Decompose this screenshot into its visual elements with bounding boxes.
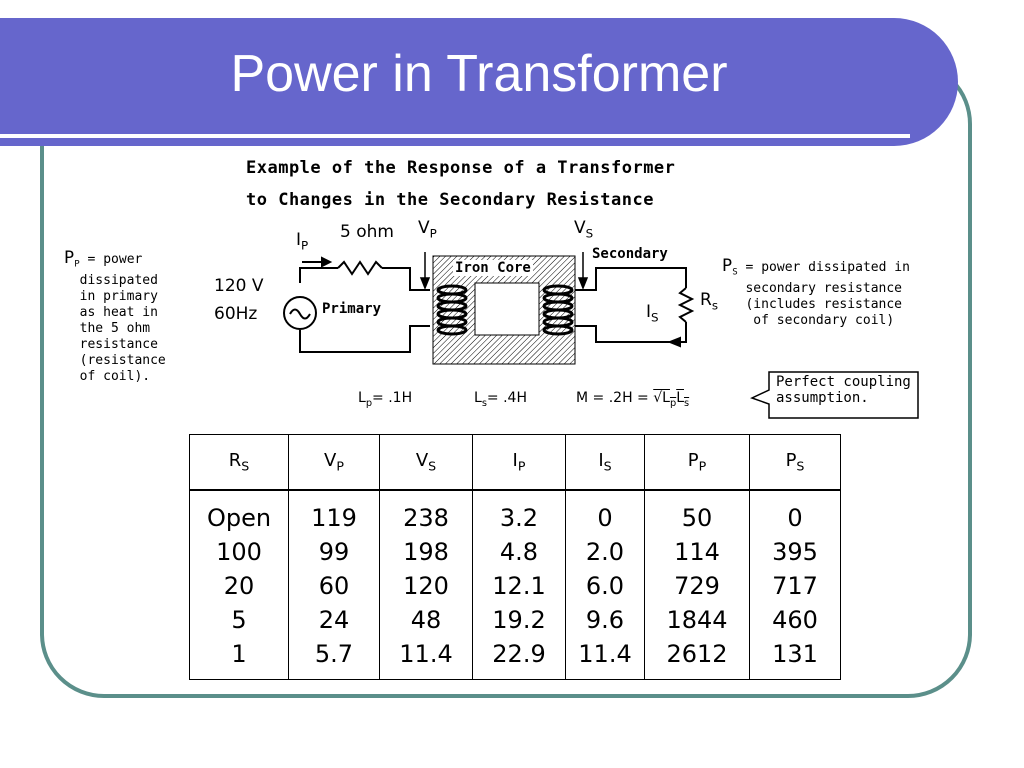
table-cell: 3.2 xyxy=(499,504,539,532)
inductance-primary: Lp= .1H xyxy=(358,390,413,409)
figure-title-line1: Example of the Response of a Transformer xyxy=(246,158,676,178)
table-cell: 60 xyxy=(318,572,350,600)
table-cell: 20 xyxy=(223,572,255,600)
iron-core-label: Iron Core xyxy=(453,260,533,276)
figure-title-line2: to Changes in the Secondary Resistance xyxy=(246,190,654,210)
title-bar xyxy=(0,18,958,146)
table-cell: 131 xyxy=(772,640,818,668)
ac-source-icon xyxy=(283,296,317,330)
table-cell: 24 xyxy=(318,606,350,634)
table-cell: 19.2 xyxy=(492,606,546,634)
table-cell: 2612 xyxy=(666,640,728,668)
column-vs: 238 198 120 48 11.4 xyxy=(379,490,473,680)
table-cell: 198 xyxy=(403,538,449,566)
source-voltage-label: 120 V xyxy=(214,276,264,296)
title-underline xyxy=(0,134,910,138)
column-rs: Open 100 20 5 1 xyxy=(189,490,289,680)
table-cell: 4.8 xyxy=(499,538,539,566)
table-cell: 119 xyxy=(311,504,357,532)
table-cell: 11.4 xyxy=(399,640,453,668)
source-frequency-label: 60Hz xyxy=(214,304,258,324)
table-cell: 9.6 xyxy=(585,606,625,634)
column-ip: 3.2 4.8 12.1 19.2 22.9 xyxy=(472,490,566,680)
current-secondary-label: IS xyxy=(646,302,659,325)
primary-label: Primary xyxy=(320,301,384,317)
coupling-callout-icon xyxy=(750,371,919,419)
table-cell: 48 xyxy=(410,606,442,634)
table-cell: 238 xyxy=(403,504,449,532)
column-vp: 119 99 60 24 5.7 xyxy=(288,490,380,680)
table-cell: 120 xyxy=(403,572,449,600)
table-cell: Open xyxy=(206,504,272,532)
secondary-circuit xyxy=(575,267,695,343)
header-is: IS xyxy=(565,434,645,491)
primary-power-note: PP = power dissipated in primary as heat… xyxy=(64,248,166,384)
table-cell: 395 xyxy=(772,538,818,566)
secondary-label: Secondary xyxy=(590,246,670,262)
slide-title: Power in Transformer xyxy=(230,45,728,103)
current-primary-label: IP xyxy=(296,230,309,253)
table-cell: 99 xyxy=(318,538,350,566)
table-cell: 50 xyxy=(681,504,713,532)
table-cell: 5 xyxy=(231,606,247,634)
coupling-note: Perfect coupling assumption. xyxy=(776,374,911,406)
header-rs: RS xyxy=(189,434,289,491)
table-cell: 729 xyxy=(674,572,720,600)
header-vp: VP xyxy=(288,434,380,491)
table-cell: 100 xyxy=(216,538,262,566)
inductance-secondary: Ls= .4H xyxy=(474,390,527,409)
voltage-secondary-label: VS xyxy=(574,218,594,241)
column-pp: 50 114 729 1844 2612 xyxy=(644,490,750,680)
table-cell: 22.9 xyxy=(492,640,546,668)
table-cell: 1844 xyxy=(666,606,728,634)
column-ps: 0 395 717 460 131 xyxy=(749,490,841,680)
load-resistor-label: Rs xyxy=(700,290,719,313)
results-table: RS VP VS IP IS PP PS Open 100 20 5 1 119… xyxy=(189,434,841,680)
table-cell: 2.0 xyxy=(585,538,625,566)
table-body-row: Open 100 20 5 1 119 99 60 24 5.7 238 198… xyxy=(189,490,841,680)
header-ip: IP xyxy=(472,434,566,491)
table-cell: 717 xyxy=(772,572,818,600)
header-pp: PP xyxy=(644,434,750,491)
mutual-inductance: M = .2H = √LpLs xyxy=(576,390,690,409)
primary-coil-icon xyxy=(436,284,468,336)
table-header-row: RS VP VS IP IS PP PS xyxy=(189,434,841,491)
header-vs: VS xyxy=(379,434,473,491)
table-cell: 5.7 xyxy=(314,640,354,668)
column-is: 0 2.0 6.0 9.6 11.4 xyxy=(565,490,645,680)
table-cell: 0 xyxy=(597,504,613,532)
voltage-primary-label: VP xyxy=(418,218,437,241)
table-cell: 12.1 xyxy=(492,572,546,600)
voltage-arrows xyxy=(419,252,589,291)
table-cell: 11.4 xyxy=(578,640,632,668)
table-cell: 460 xyxy=(772,606,818,634)
table-cell: 114 xyxy=(674,538,720,566)
current-arrows xyxy=(302,256,681,348)
header-ps: PS xyxy=(749,434,841,491)
table-cell: 1 xyxy=(231,640,247,668)
table-cell: 6.0 xyxy=(585,572,625,600)
table-cell: 0 xyxy=(787,504,803,532)
resistor-label: 5 ohm xyxy=(340,222,394,242)
secondary-power-note: PS = power dissipated in secondary resis… xyxy=(722,256,910,328)
primary-circuit xyxy=(299,260,430,353)
secondary-coil-icon xyxy=(542,284,574,336)
